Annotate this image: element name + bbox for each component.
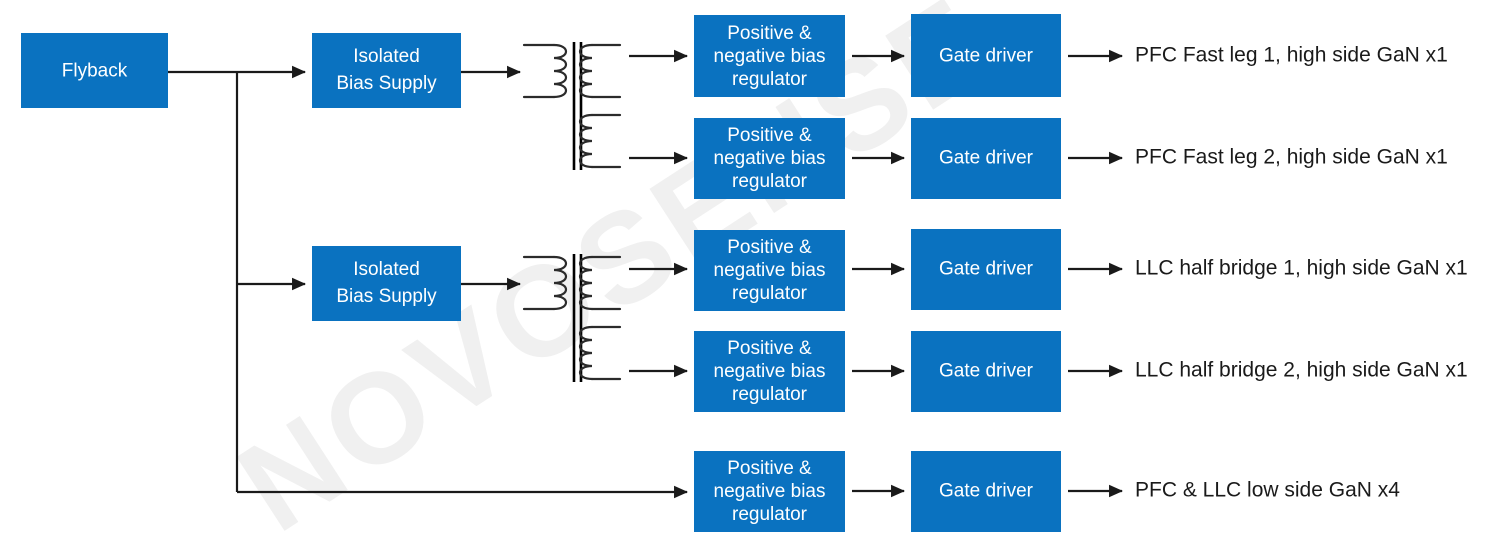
block-regulator-4-line1: Positive & xyxy=(727,338,812,359)
block-regulator-1-line1: Positive & xyxy=(727,23,812,44)
block-regulator-1[interactable]: Positive & negative bias regulator xyxy=(694,15,845,97)
block-regulator-3[interactable]: Positive & negative bias regulator xyxy=(694,230,845,311)
block-gate-driver-3-rect[interactable] xyxy=(911,229,1061,310)
block-regulator-5-line2: negative bias xyxy=(714,481,826,502)
block-gate-driver-2[interactable]: Gate driver xyxy=(911,118,1061,199)
row-3: Positive & negative bias regulator Gate … xyxy=(629,229,1468,311)
block-gate-driver-1-label: Gate driver xyxy=(939,46,1034,67)
output-label-2: PFC Fast leg 2, high side GaN x1 xyxy=(1135,146,1448,169)
block-gate-driver-2-label: Gate driver xyxy=(939,148,1034,169)
block-gate-driver-4-label: Gate driver xyxy=(939,361,1034,382)
supply-to-transformer-wiring xyxy=(461,65,522,291)
block-gate-driver-1-rect[interactable] xyxy=(911,14,1061,97)
block-isolated-bias-supply-1-rect[interactable] xyxy=(312,33,461,108)
block-gate-driver-4-rect[interactable] xyxy=(911,331,1061,412)
block-regulator-2-line3: regulator xyxy=(732,171,808,192)
block-gate-driver-3[interactable]: Gate driver xyxy=(911,229,1061,310)
block-regulator-2-line2: negative bias xyxy=(714,148,826,169)
block-flyback-label: Flyback xyxy=(62,61,128,82)
block-regulator-3-line2: negative bias xyxy=(714,260,826,281)
block-gate-driver-5[interactable]: Gate driver xyxy=(911,451,1061,532)
block-gate-driver-3-label: Gate driver xyxy=(939,259,1034,280)
block-regulator-4[interactable]: Positive & negative bias regulator xyxy=(694,331,845,412)
block-isolated-bias-supply-1-line2: Bias Supply xyxy=(336,73,437,94)
block-flyback[interactable]: Flyback xyxy=(21,33,168,108)
block-gate-driver-2-rect[interactable] xyxy=(911,118,1061,199)
block-regulator-1-line2: negative bias xyxy=(714,46,826,67)
block-regulator-1-rect[interactable] xyxy=(694,15,845,97)
block-regulator-5-rect[interactable] xyxy=(694,451,845,532)
block-regulator-2-rect[interactable] xyxy=(694,118,845,199)
row-1: Positive & negative bias regulator Gate … xyxy=(629,14,1448,97)
output-label-1: PFC Fast leg 1, high side GaN x1 xyxy=(1135,44,1448,67)
row-2: Positive & negative bias regulator Gate … xyxy=(629,118,1448,199)
block-gate-driver-4[interactable]: Gate driver xyxy=(911,331,1061,412)
block-flyback-rect[interactable] xyxy=(21,33,168,108)
block-regulator-3-line3: regulator xyxy=(732,283,808,304)
block-regulator-4-line3: regulator xyxy=(732,384,808,405)
block-regulator-4-line2: negative bias xyxy=(714,361,826,382)
block-regulator-4-rect[interactable] xyxy=(694,331,845,412)
block-regulator-5-line1: Positive & xyxy=(727,458,812,479)
block-gate-driver-5-rect[interactable] xyxy=(911,451,1061,532)
block-regulator-3-rect[interactable] xyxy=(694,230,845,311)
row-4: Positive & negative bias regulator Gate … xyxy=(629,331,1468,412)
block-regulator-3-line1: Positive & xyxy=(727,237,812,258)
output-label-4: LLC half bridge 2, high side GaN x1 xyxy=(1135,359,1468,382)
block-regulator-5[interactable]: Positive & negative bias regulator xyxy=(694,451,845,532)
main-bus-wiring xyxy=(168,65,689,499)
block-isolated-bias-supply-2-line1: Isolated xyxy=(353,259,420,280)
block-isolated-bias-supply-1[interactable]: Isolated Bias Supply xyxy=(312,33,461,108)
block-regulator-2-line1: Positive & xyxy=(727,125,812,146)
block-isolated-bias-supply-2[interactable]: Isolated Bias Supply xyxy=(312,246,461,321)
transformer-1-icon xyxy=(522,42,622,170)
block-isolated-bias-supply-1-line1: Isolated xyxy=(353,46,420,67)
block-regulator-5-line3: regulator xyxy=(732,504,808,525)
block-regulator-1-line3: regulator xyxy=(732,69,808,90)
row-5: Positive & negative bias regulator Gate … xyxy=(694,451,1400,532)
block-regulator-2[interactable]: Positive & negative bias regulator xyxy=(694,118,845,199)
output-label-5: PFC & LLC low side GaN x4 xyxy=(1135,479,1400,502)
block-isolated-bias-supply-2-line2: Bias Supply xyxy=(336,286,437,307)
block-gate-driver-1[interactable]: Gate driver xyxy=(911,14,1061,97)
block-gate-driver-5-label: Gate driver xyxy=(939,481,1034,502)
output-label-3: LLC half bridge 1, high side GaN x1 xyxy=(1135,257,1468,280)
transformer-2-icon xyxy=(522,254,622,382)
block-isolated-bias-supply-2-rect[interactable] xyxy=(312,246,461,321)
